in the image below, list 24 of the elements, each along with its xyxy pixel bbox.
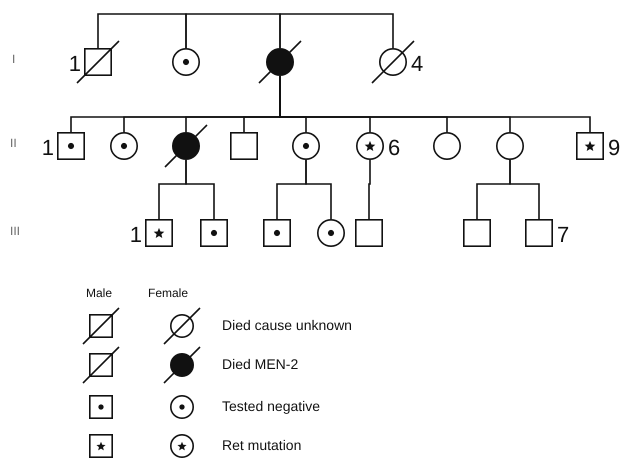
generation-numeral: II bbox=[10, 136, 17, 150]
pedigree-line bbox=[305, 160, 332, 219]
legend-text: Died cause unknown bbox=[222, 317, 352, 333]
pedigree-line bbox=[279, 13, 394, 48]
individual-number: 4 bbox=[411, 53, 424, 75]
pedigree-line bbox=[185, 13, 281, 48]
column-header: Female bbox=[148, 286, 188, 300]
individual-number: 7 bbox=[557, 224, 570, 246]
pedigree-line bbox=[279, 76, 591, 132]
individual-number: 1 bbox=[42, 137, 54, 159]
pedigree-line bbox=[185, 160, 215, 219]
column-header: Male bbox=[86, 286, 112, 300]
individual-number: 6 bbox=[388, 137, 400, 159]
legend-text: Died MEN-2 bbox=[222, 356, 298, 372]
pedigree-line bbox=[509, 160, 540, 219]
pedigree-line bbox=[97, 13, 187, 48]
legend-text: Tested negative bbox=[222, 398, 320, 414]
generation-numeral: III bbox=[10, 224, 20, 238]
generation-numeral: I bbox=[12, 52, 16, 66]
pedigree-line bbox=[368, 160, 371, 219]
legend-text: Ret mutation bbox=[222, 437, 302, 453]
individual-number: 1 bbox=[68, 53, 81, 75]
individual-number: 9 bbox=[608, 137, 620, 159]
individual-number: 1 bbox=[130, 224, 142, 246]
